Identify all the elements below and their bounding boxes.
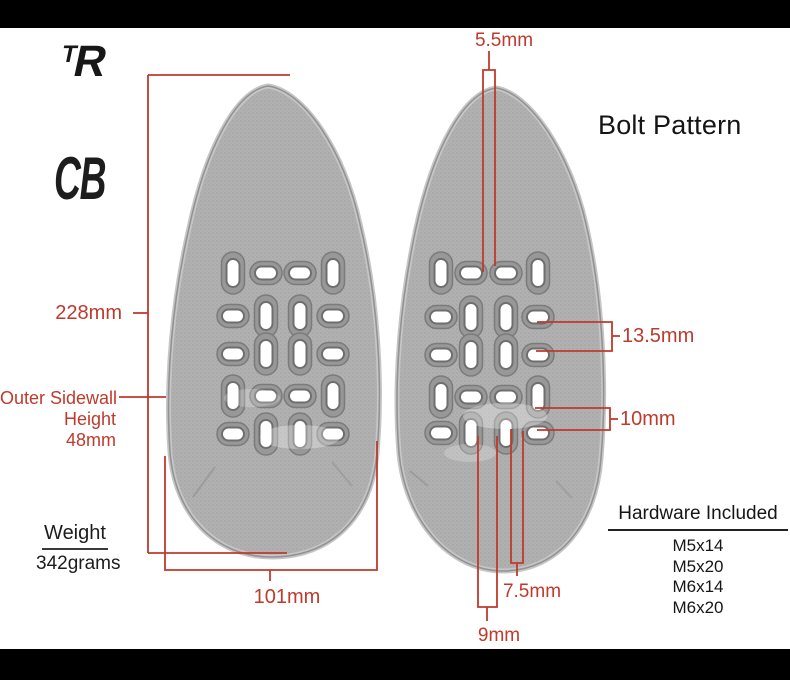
dim-7-5mm-lines — [510, 429, 524, 576]
sidewall-line-3: 48mm — [65, 430, 116, 450]
dim-13-5mm-label: 13.5mm — [622, 325, 695, 347]
dim-13-5mm-lines — [536, 321, 620, 352]
dim-10mm-label: 10mm — [620, 408, 676, 430]
left-pad — [166, 83, 382, 560]
weight-block: Weight 342grams — [36, 522, 121, 575]
dim-101mm-label: 101mm — [253, 586, 321, 608]
dim-5-5mm-label: 5.5mm — [474, 30, 534, 51]
dim-10mm-lines — [535, 407, 618, 431]
hardware-item: M5x20 — [672, 556, 724, 576]
bolt-slots — [216, 251, 555, 456]
hardware-list: M5x14 M5x20 M6x14 M6x20 — [608, 536, 788, 618]
dim-5-5mm-lines — [482, 51, 496, 272]
top-letterbox-bar — [0, 0, 790, 28]
sidewall-line-1: Outer Sidewall — [0, 388, 118, 408]
dim-228mm-label: 228mm — [55, 302, 122, 324]
hardware-item: M6x14 — [672, 577, 724, 596]
tririg-logo-icon: T R — [59, 37, 111, 82]
model-code-label: CB — [54, 145, 106, 212]
svg-text:T: T — [59, 41, 80, 68]
weight-label: Weight — [42, 522, 108, 550]
hardware-item: M6x20 — [672, 597, 724, 617]
pad-surface-highlights — [192, 389, 573, 499]
dim-9mm-lines — [477, 436, 498, 621]
dim-228mm-lines — [133, 74, 290, 554]
hardware-title: Hardware Included — [608, 503, 788, 531]
hardware-item: M5x14 — [672, 536, 724, 555]
dim-sidewall-label: Outer Sidewall Height 48mm — [0, 388, 118, 451]
right-pad — [394, 85, 607, 574]
dim-7-5mm-label: 7.5mm — [502, 581, 562, 602]
sidewall-line-2: Height — [63, 409, 116, 429]
hardware-included-block: Hardware Included M5x14 M5x20 M6x14 M6x2… — [608, 503, 788, 618]
dim-101mm-lines — [164, 441, 378, 581]
weight-value: 342grams — [36, 553, 121, 574]
dim-9mm-label: 9mm — [477, 625, 521, 646]
bottom-letterbox-bar — [0, 649, 790, 680]
bolt-pattern-title: Bolt Pattern — [598, 110, 742, 140]
